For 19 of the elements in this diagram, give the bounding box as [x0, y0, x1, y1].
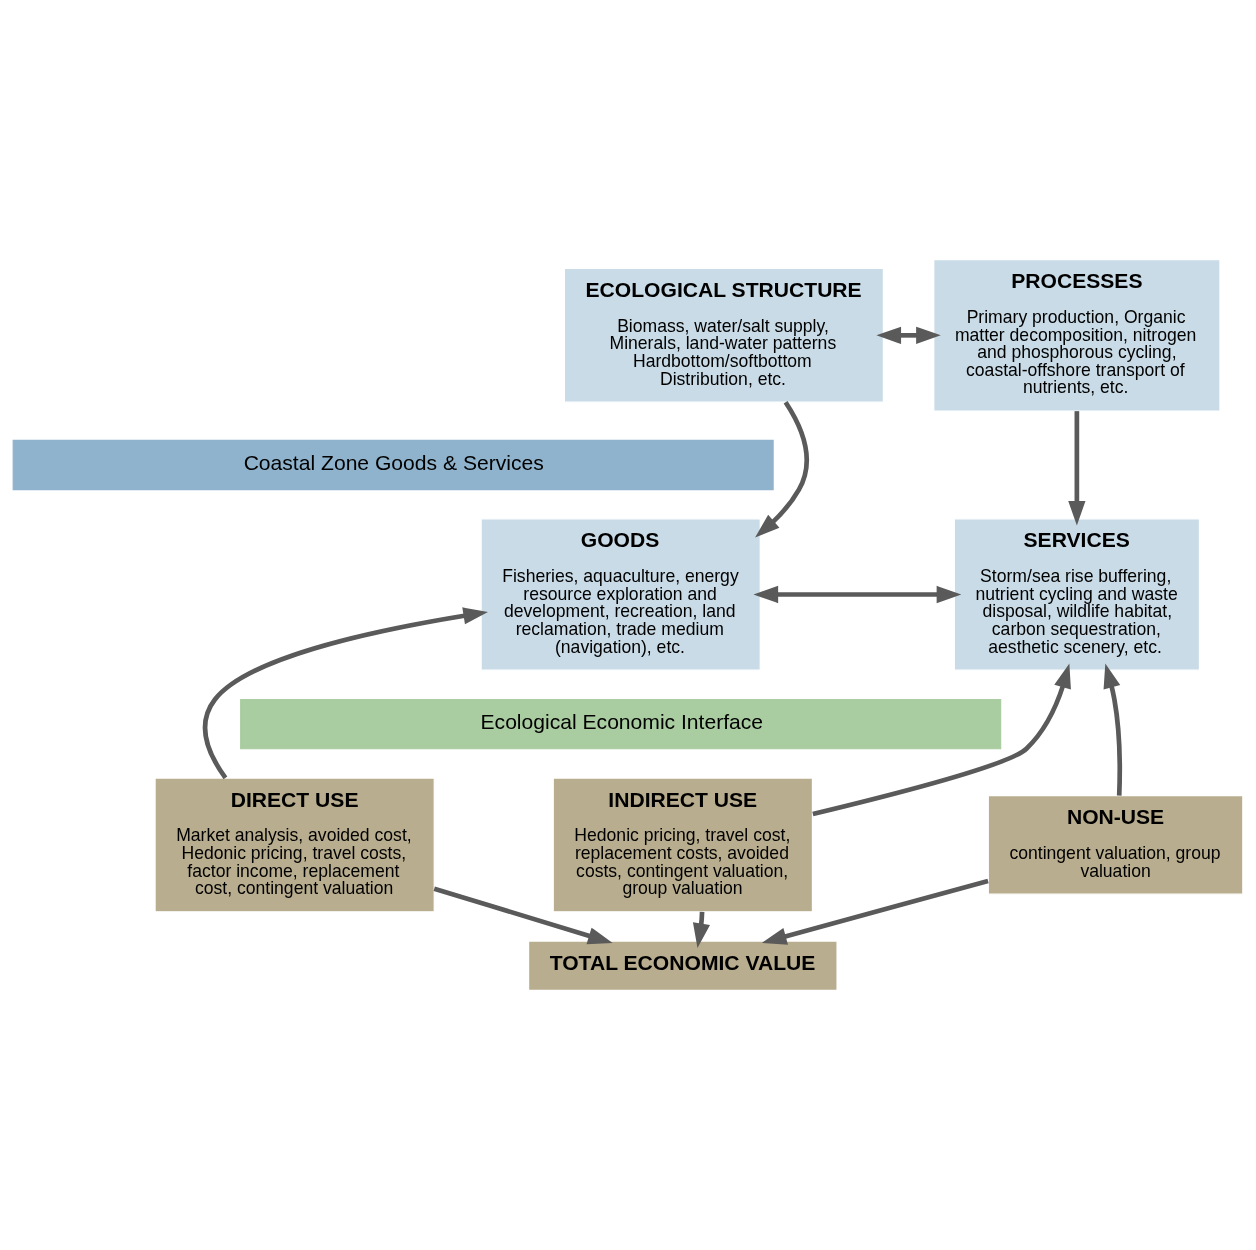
node-box: TOTAL ECONOMIC VALUE: [528, 940, 838, 991]
label: Ecological Economic Interface: [480, 710, 764, 734]
node-box: NON-USE contingent valuation, group valuation: [987, 795, 1244, 895]
label: Coastal Zone Goods & Services: [243, 451, 544, 475]
node-box: INDIRECT USE Hedonic pricing, travel cost, replacement costs, avoided costs, contingent valuation, group valuation: [552, 777, 813, 913]
arrow: [433, 886, 613, 945]
node-box: DIRECT USE Market analysis, avoided cost, Hedonic pricing, travel costs, factor income, replacement cost, contingent valuation: [154, 777, 435, 913]
arrow: [876, 326, 941, 344]
node-box: PROCESSES Primary production, Organic matter decomposition, nitrogen and phosphorous cycling, coastal-offshore transport of nutrients, etc.: [933, 259, 1221, 412]
arrow: [1068, 411, 1086, 526]
arrow: [202, 607, 488, 780]
arrow: [812, 663, 1071, 817]
arrow: [755, 401, 809, 538]
arrow: [761, 878, 989, 945]
arrow: [753, 585, 962, 604]
node-box: GOODS Fisheries, aquaculture, energy resource exploration and development, recreation, land reclamation, trade medium (navigation), etc.: [480, 518, 761, 671]
node-box: SERVICES Storm/sea rise buffering, nutrient cycling and waste disposal, wildlife habitat, carbon sequestration, aesthetic scenery, etc.: [953, 518, 1200, 671]
arrow: [1103, 663, 1123, 796]
node-box: ECOLOGICAL STRUCTURE Biomass, water/salt supply, Minerals, land-water patterns Hardbottom/softbottom Distribution, etc.: [563, 267, 884, 403]
